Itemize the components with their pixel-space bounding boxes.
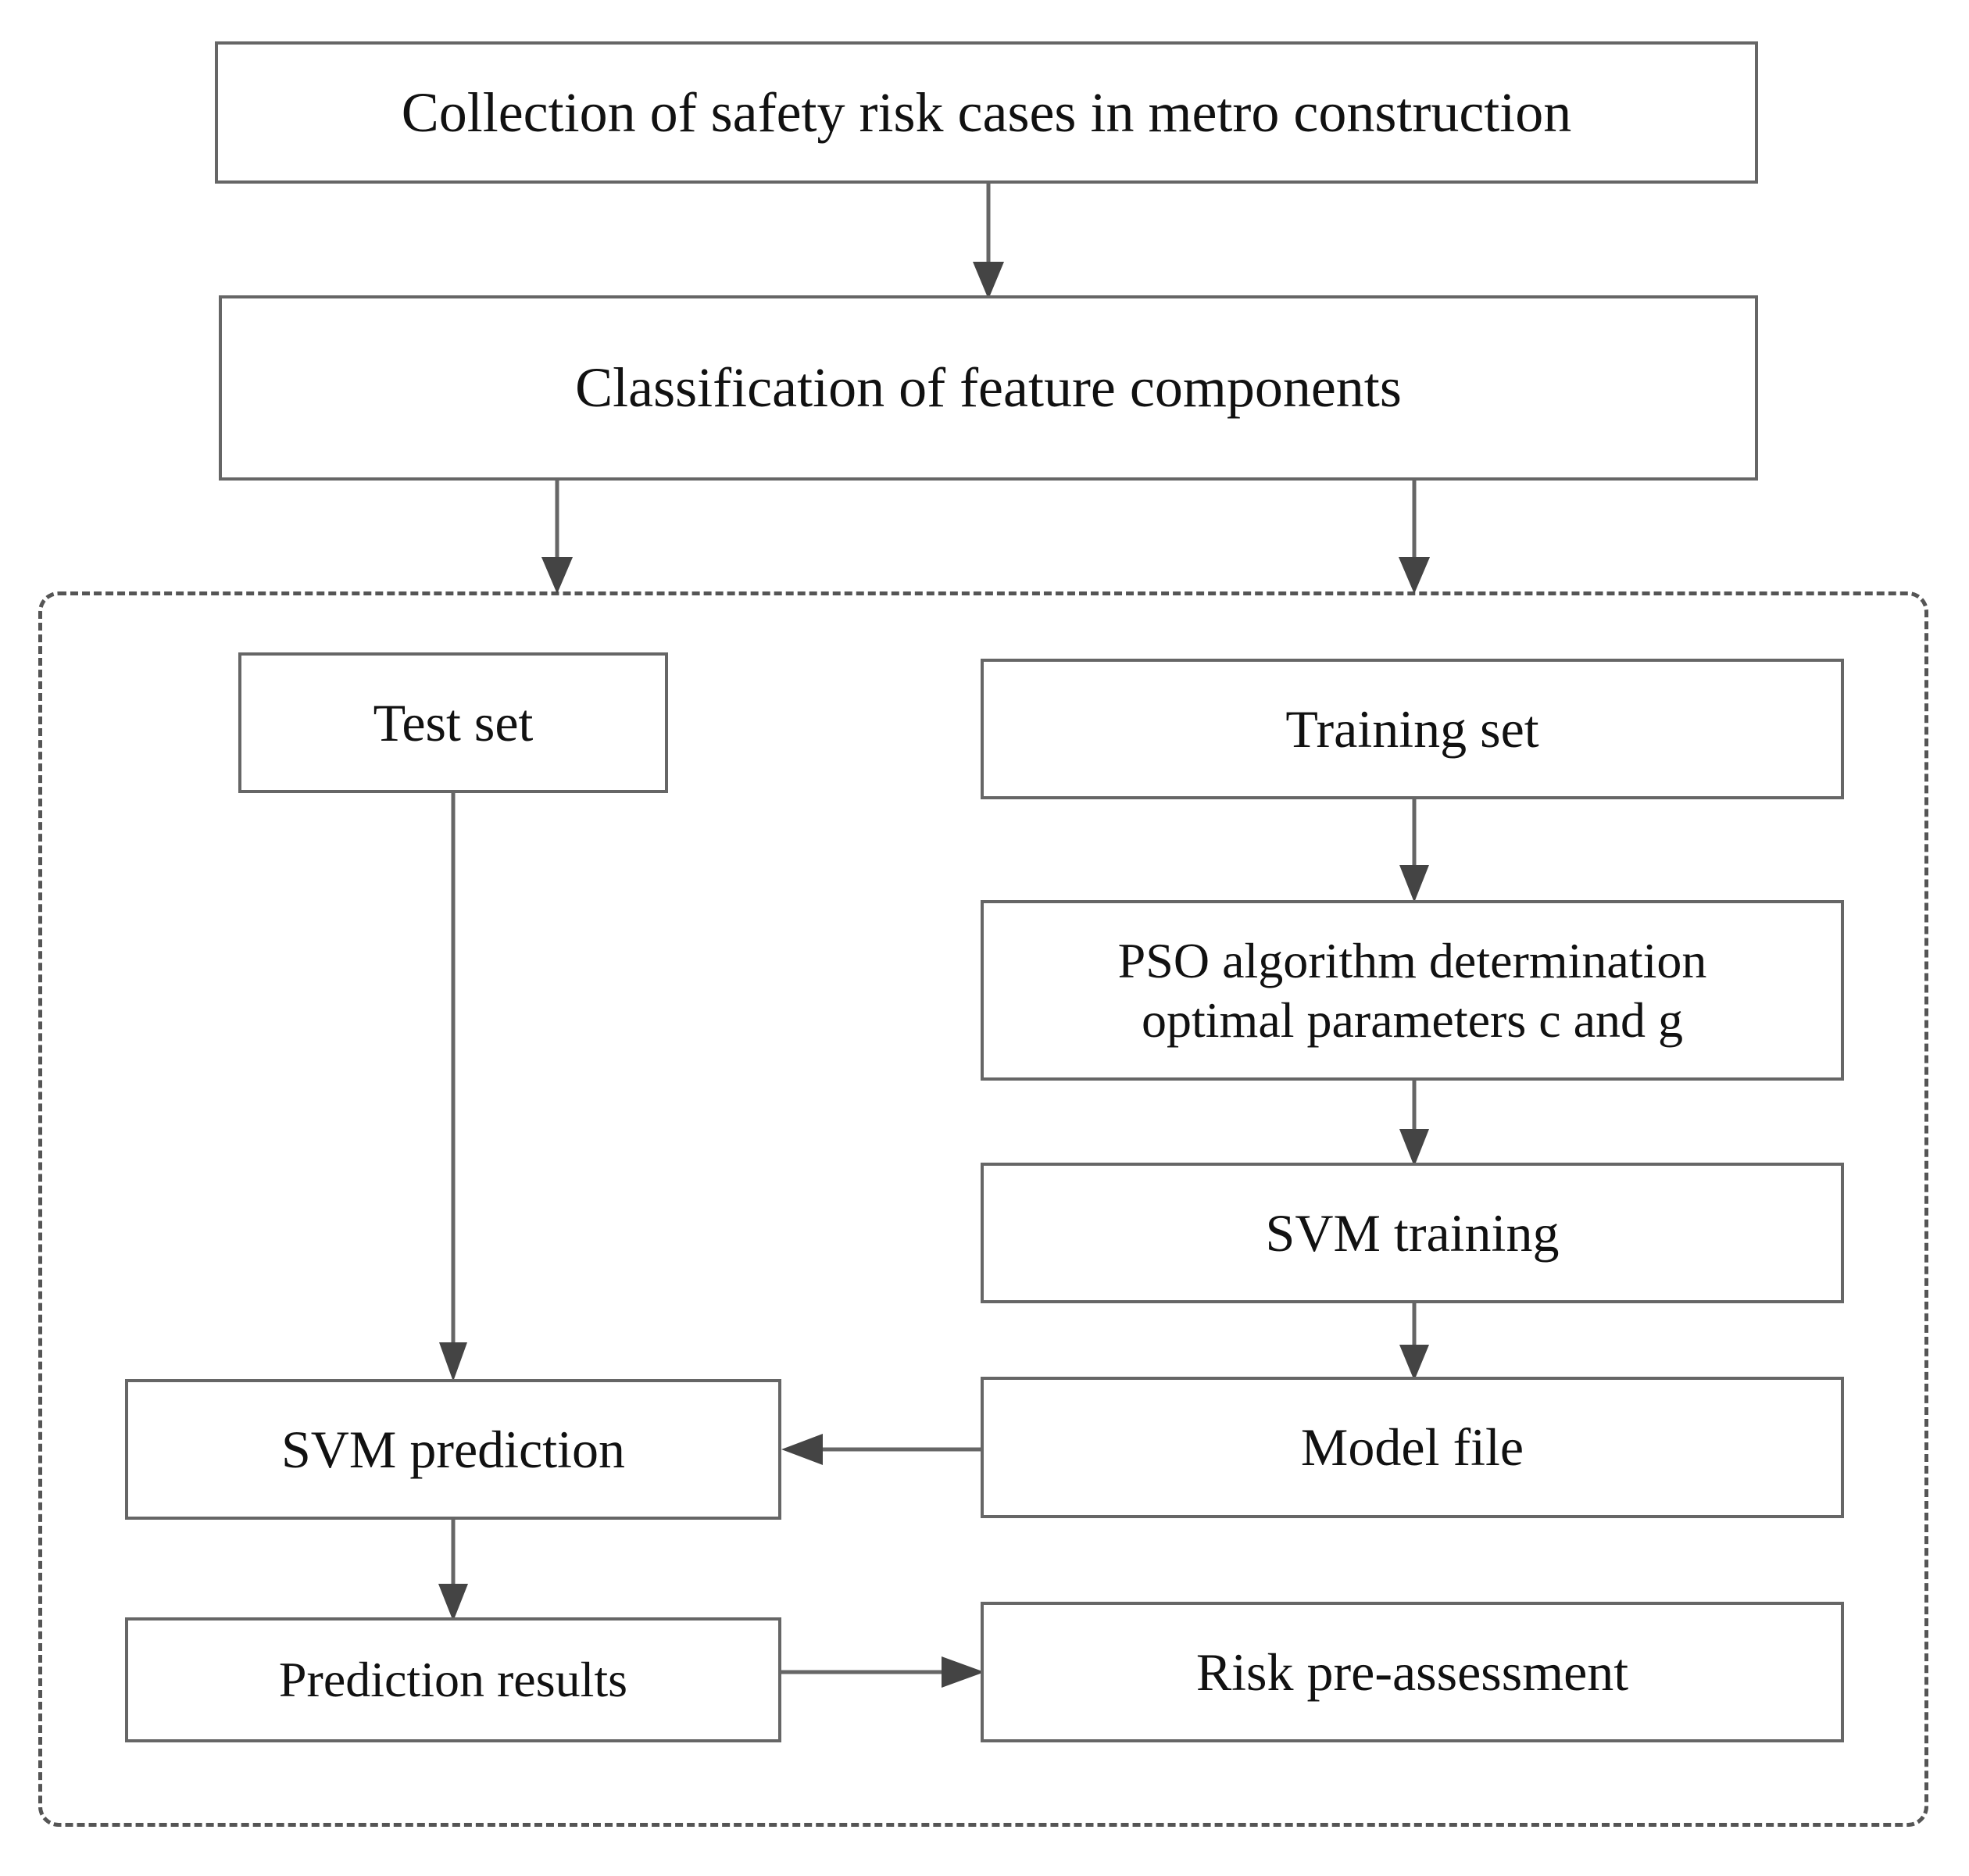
node-classification-of-feature-components[interactable]: Classification of feature components <box>219 295 1758 481</box>
edge-collection-to-classification <box>973 184 1004 301</box>
node-svm-prediction[interactable]: SVM prediction <box>125 1379 781 1520</box>
node-collection-of-safety-risk-cases[interactable]: Collection of safety risk cases in metro… <box>215 41 1758 184</box>
edge-trainingset-to-pso <box>1399 799 1430 905</box>
edge-testset-to-svmprediction <box>438 791 469 1385</box>
node-risk-pre-assessment-label: Risk pre-assessment <box>1195 1642 1629 1702</box>
node-training-set-label: Training set <box>1285 699 1539 759</box>
edge-predictionresults-to-riskpreassessment <box>777 1656 988 1688</box>
node-classification-label: Classification of feature components <box>575 356 1402 420</box>
node-test-set[interactable]: Test set <box>238 652 668 793</box>
edge-svmtraining-to-modelfile <box>1399 1302 1430 1382</box>
node-prediction-results-label: Prediction results <box>278 1652 628 1708</box>
node-pso-algorithm-determination[interactable]: PSO algorithm determination optimal para… <box>981 900 1844 1081</box>
node-model-file-label: Model file <box>1300 1417 1524 1478</box>
node-svm-training[interactable]: SVM training <box>981 1163 1844 1303</box>
edge-svmprediction-to-predictionresults <box>438 1520 469 1623</box>
node-prediction-results[interactable]: Prediction results <box>125 1617 781 1742</box>
model-pipeline-group <box>38 591 1928 1827</box>
edge-pso-to-svmtraining <box>1399 1081 1430 1168</box>
edge-modelfile-to-svmprediction <box>777 1434 984 1465</box>
node-test-set-label: Test set <box>373 692 534 752</box>
node-svm-training-label: SVM training <box>1265 1202 1560 1263</box>
node-svm-prediction-label: SVM prediction <box>281 1419 626 1479</box>
node-model-file[interactable]: Model file <box>981 1377 1844 1518</box>
edge-classification-to-training-branch <box>1399 481 1430 598</box>
edge-classification-to-test-branch <box>541 481 573 598</box>
node-pso-label: PSO algorithm determination optimal para… <box>1117 932 1707 1048</box>
node-risk-pre-assessment[interactable]: Risk pre-assessment <box>981 1602 1844 1742</box>
node-collection-label: Collection of safety risk cases in metro… <box>401 80 1572 144</box>
node-training-set[interactable]: Training set <box>981 659 1844 799</box>
